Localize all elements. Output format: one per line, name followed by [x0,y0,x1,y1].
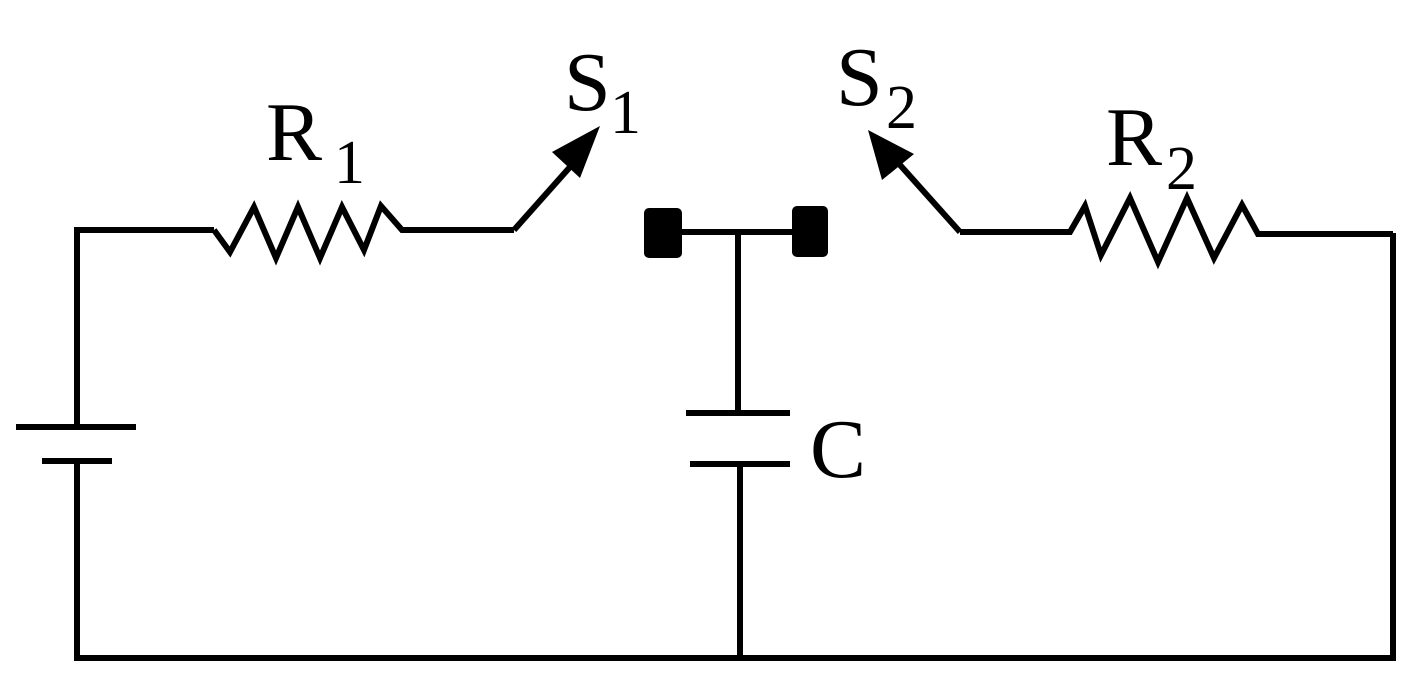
wire-left-top [74,227,214,427]
label-r1-subscript: 1 [334,129,365,197]
label-c: C [810,403,866,496]
switch-s2-blade [889,153,963,235]
switch-s2[interactable] [868,130,963,235]
label-s1: S [564,36,611,129]
terminal-left-pad [644,208,682,258]
label-s1-subscript: 1 [610,79,641,147]
resistor-r2 [960,190,1393,270]
label-r2-subscript: 2 [1166,135,1197,203]
switch-s1-arrowhead-icon [552,126,600,178]
terminal-right-pad [792,206,828,257]
switch-s1[interactable] [511,126,600,232]
label-r2: R [1106,91,1162,184]
battery [16,424,136,464]
capacitor-terminal [644,206,828,412]
switch-s1-blade [511,156,581,232]
capacitor-c [686,410,790,658]
switch-s2-arrowhead-icon [868,130,914,180]
label-s2-subscript: 2 [886,74,917,142]
wire-bottom [74,233,1396,661]
label-r1: R [266,86,322,179]
label-s2: S [836,31,883,124]
resistor-r1 [211,199,514,266]
